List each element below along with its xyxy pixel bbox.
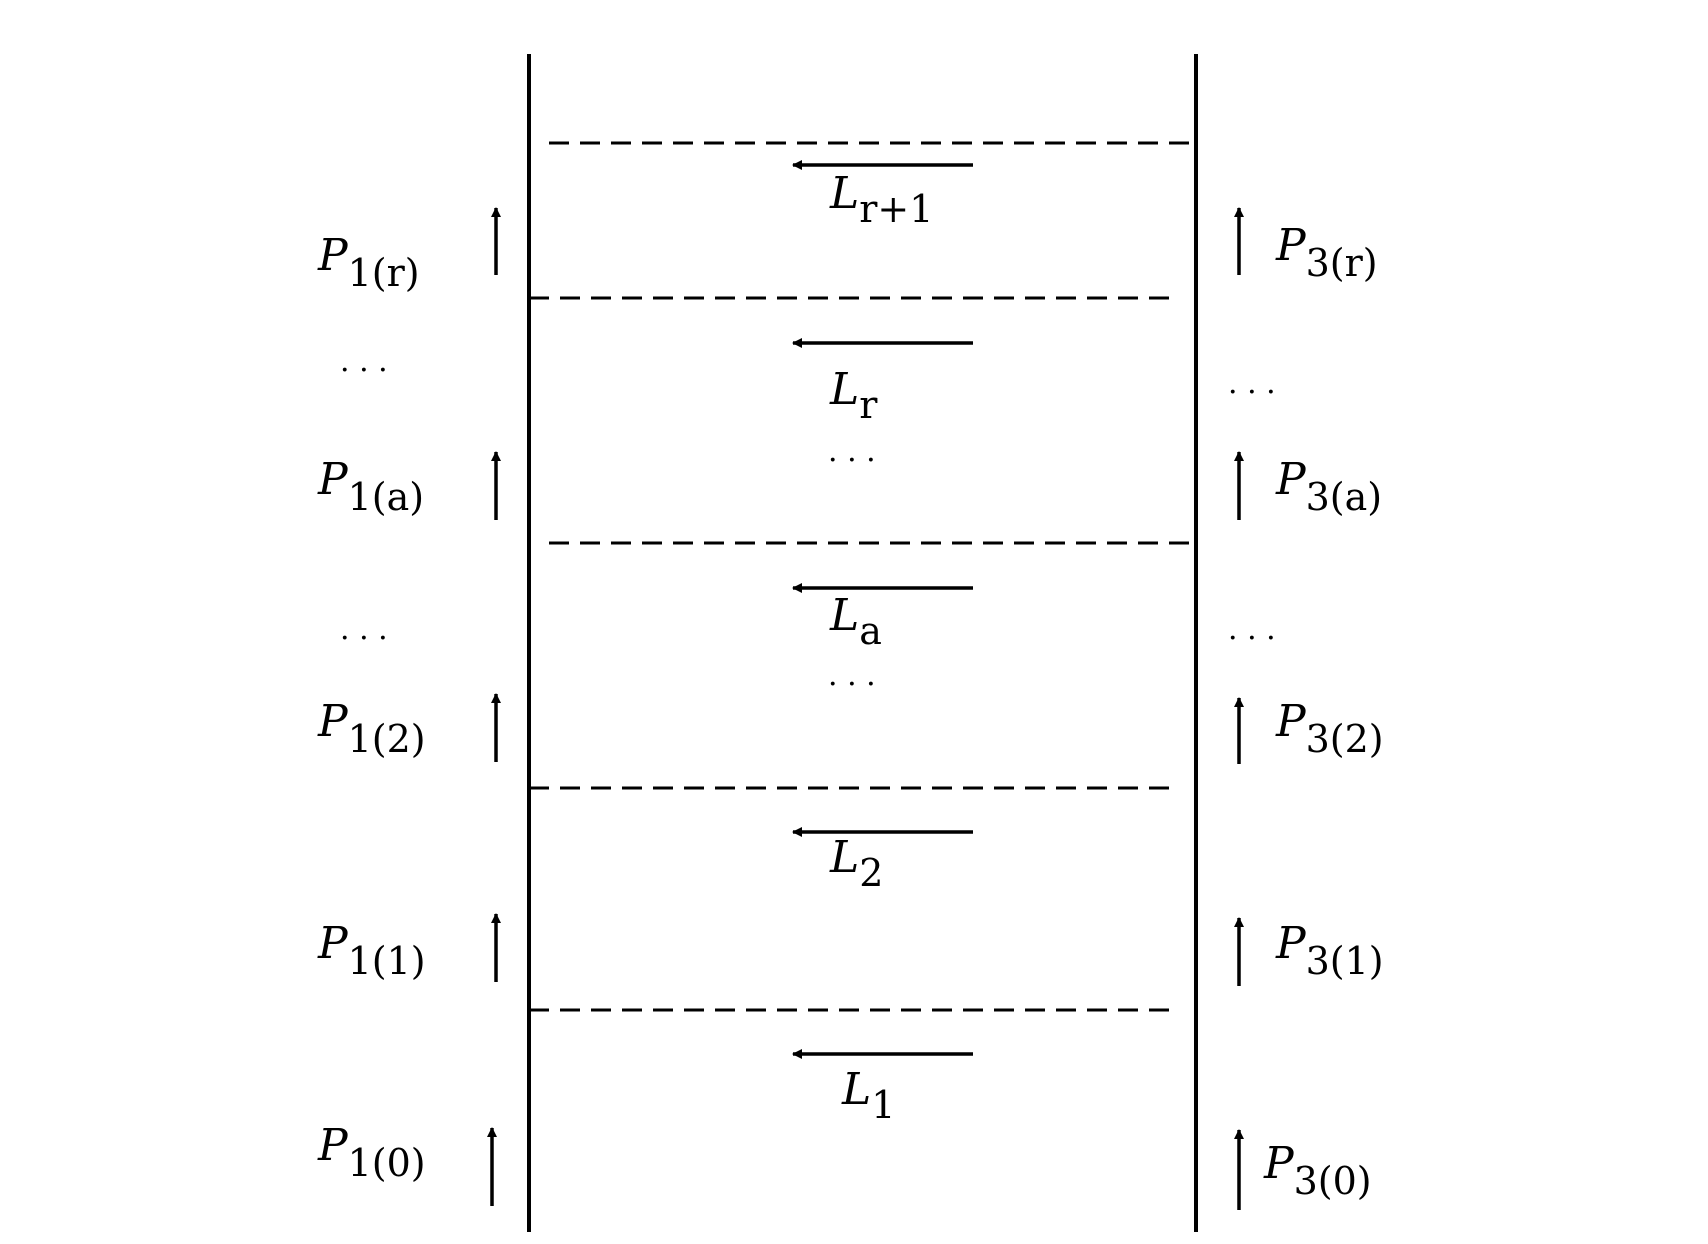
layer-label-l-a: La bbox=[829, 590, 882, 653]
layer-label-l-r-plus-1: Lr+1 bbox=[829, 168, 933, 231]
layer-label-l-1: L1 bbox=[841, 1064, 895, 1127]
right-label-p3-2: P3(2) bbox=[1275, 696, 1384, 761]
right-label-p3-a: P3(a) bbox=[1275, 454, 1382, 519]
layer-label-l-2: L2 bbox=[829, 832, 883, 895]
ellipsis-right-upper: · · · bbox=[1228, 375, 1276, 410]
layer-label-l-r: Lr bbox=[829, 364, 878, 427]
ellipsis-center-upper: · · · bbox=[828, 443, 876, 478]
layer-arrows bbox=[792, 160, 973, 1059]
ellipsis-left-lower: · · · bbox=[340, 621, 388, 656]
left-label-p1-r: P1(r) bbox=[317, 230, 420, 295]
ellipsis-center-lower: · · · bbox=[828, 667, 876, 702]
right-label-p3-1: P3(1) bbox=[1275, 918, 1384, 983]
ellipsis-right-lower: · · · bbox=[1228, 621, 1276, 656]
right-label-p3-r: P3(r) bbox=[1275, 220, 1378, 285]
left-label-p1-0: P1(0) bbox=[317, 1120, 426, 1185]
ellipsis-left-upper: · · · bbox=[340, 353, 388, 388]
right-label-p3-0: P3(0) bbox=[1263, 1138, 1372, 1203]
left-label-p1-a: P1(a) bbox=[317, 454, 424, 519]
left-label-p1-1: P1(1) bbox=[317, 918, 426, 983]
left-label-p1-2: P1(2) bbox=[317, 696, 426, 761]
left-up-arrows bbox=[487, 207, 501, 1206]
